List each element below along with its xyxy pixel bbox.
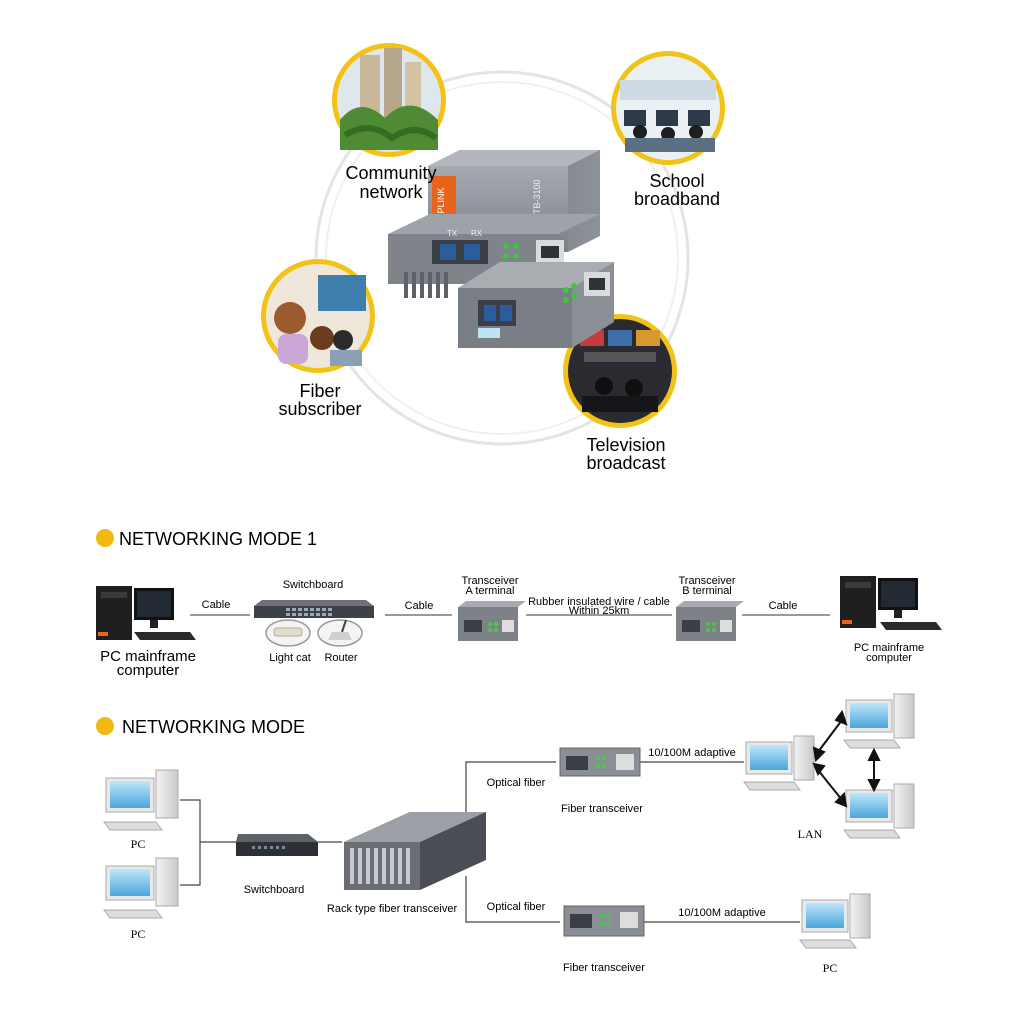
mode1-pc-left-2: computer [117, 662, 180, 679]
mode1-rubber-1: Rubber insulated wire / cable [528, 596, 670, 608]
hero-ring-inner [325, 81, 679, 435]
router-icon [317, 619, 363, 647]
hero-section: EDUPLINK HTB-3100 TX RX [261, 43, 725, 473]
mode1-light-cat: Light cat [269, 652, 311, 664]
mode2-pc-bottom: PC [131, 927, 146, 941]
mode1-rubber-2: Within 25km [569, 605, 630, 617]
mode1-trans-b-2: B terminal [682, 585, 732, 597]
mode1-trans-a-2: A terminal [466, 585, 515, 597]
bullet-icon [96, 529, 114, 547]
mode1-title: NETWORKING MODE 1 [119, 529, 317, 549]
mode1-cable1: Cable [202, 599, 231, 611]
rack-transceiver-icon [344, 812, 486, 890]
mode2-pc-top: PC [131, 837, 146, 851]
mode1-switchboard-label: Switchboard [283, 579, 344, 591]
lan-pc-top-icon [843, 693, 915, 749]
mode2-switchboard-icon [236, 834, 318, 856]
mode1-cable2: Cable [405, 600, 434, 612]
switchboard-icon [254, 600, 374, 618]
label-tv-1: Television [586, 435, 665, 455]
pc-top-icon [103, 769, 179, 831]
mode2-lan: LAN [798, 827, 823, 841]
label-school-2: broadband [634, 189, 720, 209]
bullet-icon-2 [96, 717, 114, 735]
device-model-label: HTB-3100 [532, 179, 542, 220]
mode2-optical-bottom: Optical fiber [487, 901, 546, 913]
mode2-pc-right: PC [823, 961, 838, 975]
mode2-adaptive-top: 10/100M adaptive [648, 747, 735, 759]
label-school-1: School [649, 171, 704, 191]
television-photo [563, 314, 677, 428]
community-photo [332, 43, 446, 157]
transceiver-a-icon [458, 601, 526, 641]
label-tv-2: broadcast [586, 453, 665, 473]
mode1-trans-b-1: Transceiver [678, 575, 735, 587]
label-community-2: network [359, 182, 423, 202]
transceiver-b-icon [676, 601, 744, 641]
mode2-adaptive-bottom: 10/100M adaptive [678, 907, 765, 919]
pc-bottom-icon [103, 857, 179, 919]
school-photo [611, 51, 725, 165]
label-fiber-1: Fiber [299, 381, 340, 401]
label-fiber-2: subscriber [278, 399, 361, 419]
mode1-cable3: Cable [769, 600, 798, 612]
lan-pc-center-icon [743, 735, 815, 791]
svg-text:RX: RX [471, 229, 483, 238]
fiber-transceiver-bottom-icon [563, 905, 645, 937]
mode1-trans-a-1: Transceiver [461, 575, 518, 587]
networking-mode-2: NETWORKING MODE PC PC [96, 693, 915, 975]
pc-mainframe-right-icon [840, 576, 942, 630]
mode2-fiber-trans-top: Fiber transceiver [561, 803, 643, 815]
svg-text:EDUPLINK: EDUPLINK [436, 187, 446, 232]
mode1-pc-right-2: computer [866, 652, 912, 664]
lan-pc-bottom-icon [843, 783, 915, 839]
svg-text:TX: TX [447, 229, 458, 238]
light-cat-icon [265, 619, 311, 647]
mode2-switchboard: Switchboard [244, 884, 305, 896]
mode2-title: NETWORKING MODE [122, 717, 305, 737]
mode2-fiber-trans-bottom: Fiber transceiver [563, 962, 645, 974]
mode1-pc-left-1: PC mainframe [100, 648, 196, 665]
fiber-transceiver-top-icon [559, 747, 641, 777]
mode2-optical-top: Optical fiber [487, 777, 546, 789]
mode1-router: Router [324, 652, 357, 664]
mode1-pc-right-1: PC mainframe [854, 642, 924, 654]
networking-mode-1: NETWORKING MODE 1 PC mainframe computer … [96, 529, 942, 679]
label-community-1: Community [345, 163, 436, 183]
lan-arrows [812, 709, 881, 808]
media-converter-front [404, 262, 614, 348]
pc-right-icon [799, 893, 871, 949]
pc-mainframe-left-icon [96, 586, 196, 640]
hero-ring [314, 70, 690, 446]
fiber-subscriber-photo [261, 259, 375, 373]
mode2-rack: Rack type fiber transceiver [327, 903, 458, 915]
